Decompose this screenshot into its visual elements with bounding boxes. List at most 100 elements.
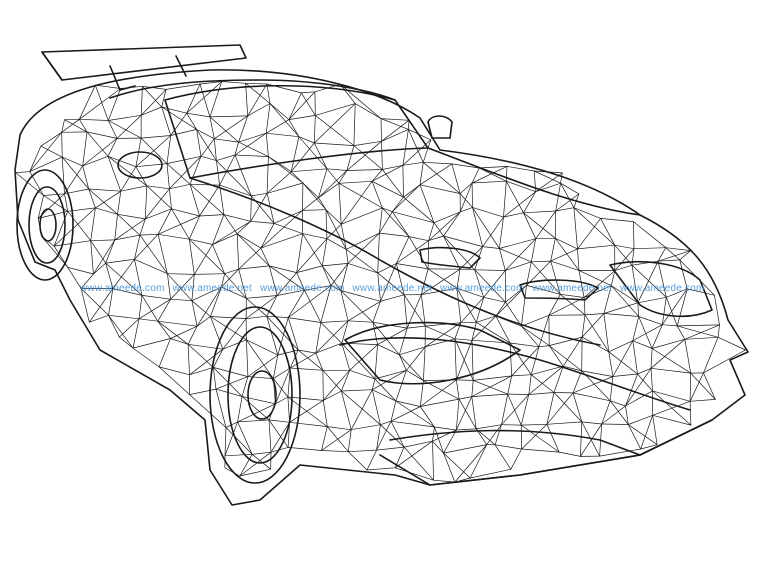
mesh-edge xyxy=(338,182,383,209)
mesh-edge xyxy=(250,220,275,224)
mesh-edge xyxy=(632,340,638,375)
mesh-edge xyxy=(15,171,31,173)
mesh-edge xyxy=(139,218,146,236)
mesh-edge xyxy=(609,400,626,407)
mesh-edge xyxy=(314,103,356,116)
mesh-edge xyxy=(495,315,522,327)
mesh-edge xyxy=(237,396,243,423)
mesh-edge xyxy=(424,322,462,348)
mesh-edge xyxy=(90,207,96,242)
mesh-edge xyxy=(236,233,262,249)
mesh-edge xyxy=(427,240,429,270)
mesh-edge xyxy=(559,293,585,298)
mesh-edge xyxy=(603,313,640,317)
mesh-edge xyxy=(505,285,527,303)
mesh-edge xyxy=(90,239,116,242)
mesh-edge xyxy=(186,83,201,114)
mesh-edge xyxy=(456,379,460,400)
mesh-edge xyxy=(374,369,407,380)
mesh-edge xyxy=(107,88,121,121)
mesh-edge xyxy=(289,400,324,423)
mesh-edge xyxy=(287,396,328,427)
mesh-edge xyxy=(213,115,249,140)
mesh-edge xyxy=(135,135,172,168)
mesh-edge xyxy=(290,142,315,173)
mesh-edge xyxy=(394,467,434,481)
mesh-edge xyxy=(382,169,404,198)
mesh-edge xyxy=(241,396,270,421)
mesh-edge xyxy=(443,235,461,270)
mesh-edge xyxy=(320,285,332,323)
mesh-edge xyxy=(608,351,638,375)
mesh-edge xyxy=(269,103,300,138)
mesh-edge xyxy=(268,403,276,421)
mesh-edge xyxy=(523,212,556,239)
mesh-edge xyxy=(41,235,55,247)
mesh-edge xyxy=(225,421,238,428)
mesh-edge xyxy=(533,170,563,174)
mesh-edge xyxy=(581,313,605,338)
mesh-edge xyxy=(443,444,488,454)
mesh-edge xyxy=(108,288,114,316)
mesh-edge xyxy=(88,188,118,215)
mesh-edge xyxy=(326,168,340,184)
mesh-edge xyxy=(419,184,435,224)
mesh-edge xyxy=(340,180,373,225)
mesh-edge xyxy=(391,211,410,237)
mesh-edge xyxy=(471,380,474,397)
mesh-edge xyxy=(157,233,190,240)
mesh-edge xyxy=(581,370,611,402)
mesh-edge xyxy=(289,352,317,369)
mesh-edge xyxy=(141,295,171,300)
mesh-edge xyxy=(107,155,137,168)
mesh-edge xyxy=(275,396,289,405)
mesh-edge xyxy=(530,261,561,295)
mesh-edge xyxy=(637,367,652,375)
mesh-edge xyxy=(347,451,368,471)
mesh-edge xyxy=(538,314,550,348)
mesh-edge xyxy=(572,392,583,423)
mesh-edge xyxy=(268,156,304,184)
mesh-edge xyxy=(428,235,444,242)
mesh-edge xyxy=(213,138,239,143)
mesh-edge xyxy=(158,338,171,368)
mesh-edge xyxy=(140,106,163,116)
mesh-edge xyxy=(651,348,692,374)
mesh-edge xyxy=(625,405,629,425)
mesh-edge xyxy=(221,81,246,84)
mesh-edge xyxy=(161,106,172,136)
mesh-edge xyxy=(347,449,377,453)
mesh-edge xyxy=(78,118,88,133)
mesh-edge xyxy=(234,154,269,157)
mesh-edge xyxy=(535,172,563,193)
mesh-edge xyxy=(455,398,460,431)
mesh-edge xyxy=(562,336,583,367)
mesh-edge xyxy=(288,91,316,120)
mesh-edge xyxy=(289,349,299,369)
mesh-edge xyxy=(318,182,340,199)
mesh-edge xyxy=(419,161,424,186)
mesh-edge xyxy=(483,270,506,298)
mesh-edge xyxy=(118,336,134,349)
mesh-edge xyxy=(371,389,397,402)
mesh-edge xyxy=(506,166,535,172)
mesh-edge xyxy=(80,288,90,323)
mesh-edge xyxy=(443,429,457,454)
mesh-edge xyxy=(88,314,109,323)
mesh-edge xyxy=(379,211,393,234)
mesh-edge xyxy=(495,285,527,317)
mesh-edge xyxy=(601,405,626,425)
mesh-edge xyxy=(474,269,485,298)
mesh-edge xyxy=(53,210,69,247)
mesh-edge xyxy=(134,258,168,275)
mesh-edge xyxy=(471,315,497,341)
mesh-edge xyxy=(402,129,409,166)
mesh-edge xyxy=(573,207,601,219)
mesh-edge xyxy=(603,285,612,314)
mesh-edge xyxy=(612,340,634,377)
mesh-edge xyxy=(584,314,610,353)
mesh-edge xyxy=(638,316,663,326)
mesh-edge xyxy=(340,207,383,225)
mesh-edge xyxy=(408,129,424,163)
mesh-edge xyxy=(625,367,652,407)
